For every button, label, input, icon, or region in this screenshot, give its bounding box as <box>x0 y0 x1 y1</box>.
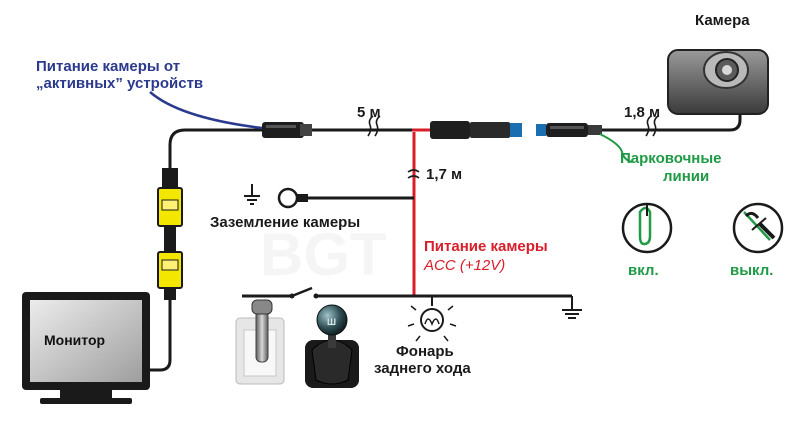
reverse-lamp-icon <box>407 296 457 342</box>
rca-to-monitor-wire <box>148 300 172 372</box>
camera-icon <box>667 49 769 115</box>
reverse-ground-icon <box>562 296 582 319</box>
monitor-icon <box>22 292 150 404</box>
camera-power-active-label-line2: „активных” устройств <box>36 75 204 92</box>
acc-voltage-label: ACC (+12V) <box>424 257 506 274</box>
ground-symbol-icon <box>244 184 260 205</box>
video-down-wire <box>168 128 186 168</box>
length-17m-label: 1,7 м <box>426 166 463 183</box>
parking-off-label: выкл. <box>730 262 774 279</box>
length-18m-label: 1,8 м <box>624 104 661 121</box>
parking-lines-on-icon <box>621 202 673 254</box>
active-devices-power-wire <box>149 91 263 130</box>
length-5m-label: 5 м <box>357 104 381 121</box>
camera-label: Камера <box>695 12 750 29</box>
camera-power-active-label-line1: Питание камеры от <box>36 58 181 75</box>
camera-cable <box>600 114 742 132</box>
center-connector-icon <box>430 121 602 139</box>
manual-gear-shifter-icon: Ш <box>305 304 359 388</box>
monitor-label: Монитор <box>44 332 106 348</box>
parking-on-label: вкл. <box>628 262 659 279</box>
rca-connector-bottom-icon <box>157 240 183 300</box>
wire-break-18m-icon <box>645 115 659 137</box>
wire-break-17m-icon <box>407 169 420 179</box>
watermark: BGT <box>260 221 387 288</box>
camera-power-acc-label: Питание камеры <box>424 238 548 255</box>
grounding-label: Заземление камеры <box>210 214 361 231</box>
reverse-switch-icon <box>289 286 319 299</box>
rca-connector-top-icon <box>157 168 183 240</box>
svg-text:Ш: Ш <box>327 317 336 327</box>
parking-lines-label-line2: линии <box>663 168 710 185</box>
automatic-gear-shifter-icon <box>235 299 285 385</box>
ground-ring-terminal-icon <box>277 187 308 209</box>
reverse-light-label-line1: Фонарь <box>396 343 454 360</box>
left-video-connector-icon <box>262 122 312 138</box>
parking-lines-off-icon <box>732 202 784 254</box>
wire-break-5m-icon <box>367 115 381 137</box>
reverse-light-label-line2: заднего хода <box>374 360 471 377</box>
parking-lines-wire <box>599 133 633 163</box>
parking-lines-label-line1: Парковочные <box>620 150 722 167</box>
